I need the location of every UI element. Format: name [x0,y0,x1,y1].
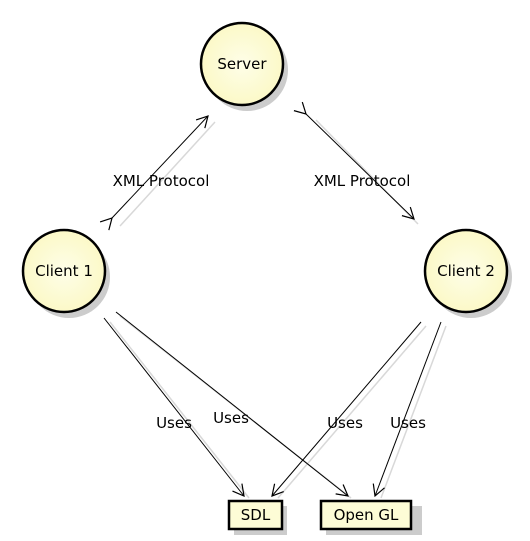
opengl-node[interactable]: Open GL [319,499,413,531]
client1-node[interactable]: Client 1 [21,228,107,314]
server-node[interactable]: Server [199,21,285,107]
uses-label-client2-sdl: Uses [327,414,363,432]
xml-protocol-label-left: XML Protocol [113,172,210,190]
edge-labels: XML Protocol XML Protocol Uses Uses Uses… [113,172,426,432]
uses-label-client1-sdl: Uses [156,414,192,432]
client2-label: Client 2 [437,262,495,280]
server-label: Server [217,55,267,73]
uses-link-client1-sdl [103,317,245,497]
client1-label: Client 1 [35,262,93,280]
xml-link-left [99,115,209,231]
uses-link-client2-opengl [372,321,442,498]
sdl-label: SDL [241,506,271,524]
uses-label-client2-opengl: Uses [390,414,426,432]
client2-node[interactable]: Client 2 [423,228,509,314]
connectors [99,101,442,498]
xml-link-right [293,101,415,220]
uses-link-client1-opengl [115,311,349,497]
sdl-node[interactable]: SDL [227,499,284,531]
opengl-label: Open GL [334,506,399,524]
uses-label-client1-opengl: Uses [213,409,249,427]
xml-protocol-label-right: XML Protocol [314,172,411,190]
uses-link-client2-sdl [271,321,422,497]
